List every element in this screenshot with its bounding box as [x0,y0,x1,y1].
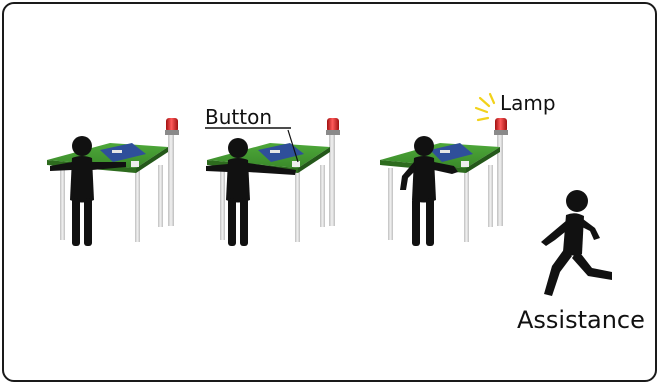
spark-icon [478,118,488,120]
lamp-spark [476,94,494,120]
lamp-icon [495,118,507,132]
button-box [292,161,300,167]
assistance-label: Assistance [517,306,645,334]
lamp-icon [166,118,178,132]
button-label: Button [205,105,272,129]
workstation-3: Lamp [380,91,556,246]
workstation-1 [47,118,179,246]
assistant-runner [541,190,612,296]
lamp-icon [327,118,339,132]
lamp-pole-1 [165,118,179,226]
table-1 [47,143,168,242]
spark-icon [490,94,494,103]
button-box [131,161,139,167]
lamp-pole-3 [494,118,508,226]
workstation-2: Button [205,105,340,246]
button-box [461,161,469,167]
table-3 [380,143,500,242]
table-2 [207,143,330,242]
spark-icon [476,108,487,112]
spark-icon [480,98,489,106]
lamp-pole-2 [326,118,340,226]
lamp-label: Lamp [500,91,556,115]
